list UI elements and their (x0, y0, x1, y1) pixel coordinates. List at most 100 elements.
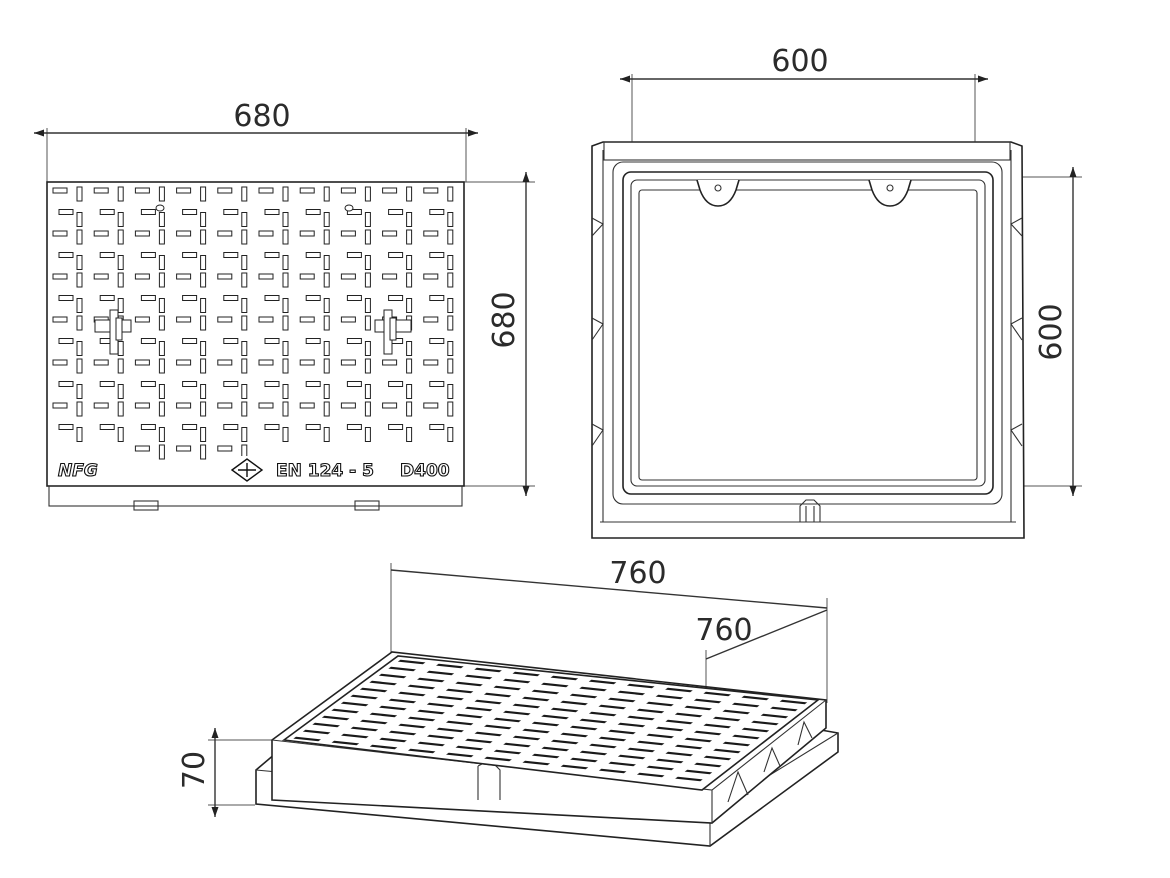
cover-slot (200, 229, 207, 245)
cover-slot (176, 445, 192, 452)
cover-slot (382, 230, 398, 237)
cover-slot (323, 212, 330, 227)
cover-slot (447, 401, 454, 417)
cover-slot (364, 212, 371, 227)
cover-slot (176, 359, 192, 366)
cover-slot (158, 427, 165, 442)
cover-slot (323, 298, 330, 313)
cover-slot (241, 186, 248, 202)
iso-grate-slot (674, 744, 703, 750)
iso-grate-slot (693, 730, 722, 736)
iso-grate-slot (369, 712, 398, 718)
cover-slot (158, 186, 165, 202)
iso-grate-slot (379, 705, 407, 711)
iso-grate-slot (493, 717, 522, 723)
iso-grate-slot (741, 695, 770, 701)
cover-slot (158, 315, 165, 331)
iso-grate-slot (627, 747, 655, 753)
cover-slot (241, 255, 248, 270)
cover-slot (134, 316, 150, 323)
iso-grate-slot (550, 739, 579, 745)
cover-slot (258, 187, 274, 194)
frame-height-label: 600 (1034, 303, 1069, 360)
cover-slot (182, 338, 198, 344)
cover-slot (346, 252, 362, 258)
cover-slot (299, 187, 315, 194)
cover-slot (447, 229, 454, 245)
iso-grate-slot (350, 726, 379, 732)
overall-depth-dimension-line (705, 609, 828, 660)
iso-grate-slot (321, 715, 350, 721)
cover-slot (158, 212, 165, 227)
cover-slot (305, 252, 321, 258)
cover-slot (76, 358, 83, 374)
cover-slot (140, 424, 156, 430)
cover-slot (282, 427, 289, 442)
cover-slot (241, 272, 248, 288)
iso-grate-slot (512, 735, 541, 741)
cover-slot (258, 230, 274, 237)
iso-grate-slot (751, 720, 779, 726)
cover-slot (58, 209, 74, 215)
cover-slot (217, 402, 233, 409)
cover-slot (223, 295, 239, 301)
iso-grate-slot (684, 705, 712, 711)
cover-slot (158, 444, 165, 460)
cover-slot (447, 212, 454, 227)
iso-grate-slot (493, 749, 522, 755)
isometric-view: 760 760 70 (177, 556, 839, 847)
iso-grate-slot (550, 675, 579, 681)
iso-grate-slot (588, 679, 617, 685)
iso-grate-slot (655, 758, 684, 764)
cover-slot (423, 359, 439, 366)
cover-slot (323, 272, 330, 288)
iso-grate-slot (388, 698, 417, 704)
cover-slot (176, 316, 192, 323)
iso-grate-slots (293, 659, 808, 782)
iso-grate-slot (712, 716, 741, 722)
iso-grate-slot (531, 689, 560, 695)
cover-slot (176, 273, 192, 280)
iso-grate-slot (675, 776, 703, 782)
cover-slot (241, 298, 248, 313)
cover-slot (158, 401, 165, 417)
iso-grate-slot (512, 703, 541, 709)
cover-slot (158, 341, 165, 356)
iso-grate-slot (550, 707, 579, 713)
iso-grate-slot (360, 719, 388, 725)
cover-slot (423, 273, 439, 280)
cover-slot (447, 315, 454, 331)
cover-slot (217, 230, 233, 237)
cover-slot (282, 401, 289, 417)
cover-slot (182, 381, 198, 387)
cover-slot (200, 272, 207, 288)
cover-slot (134, 230, 150, 237)
iso-grate-slot (541, 714, 569, 720)
cover-slot (258, 316, 274, 323)
iso-grate-slot (589, 743, 617, 749)
overall-height-label: 70 (177, 751, 212, 789)
cover-slot (117, 341, 124, 356)
cover-slot (406, 358, 413, 374)
cover-slot (52, 273, 68, 280)
cover-slot (423, 187, 439, 194)
cover-slot (200, 401, 207, 417)
cover-lug-right (354, 500, 380, 511)
cover-slot (76, 401, 83, 417)
cover-slot (406, 255, 413, 270)
cover-slot (134, 187, 150, 194)
frame-seat-ring (622, 171, 994, 495)
iso-grate-slot (703, 691, 731, 697)
iso-grate-slot (703, 755, 732, 761)
hinge-notch-right (868, 179, 912, 207)
cover-width-label: 680 (233, 99, 290, 134)
cover-slot (99, 295, 115, 301)
iso-grate-slot (569, 693, 598, 699)
iso-grate-slot (398, 691, 426, 697)
cover-slot (340, 359, 356, 366)
iso-grate-slot (693, 698, 722, 704)
cover-slot (364, 272, 371, 288)
iso-grate-slot (608, 729, 636, 735)
iso-grate-slot (560, 700, 588, 706)
cover-slot (423, 316, 439, 323)
